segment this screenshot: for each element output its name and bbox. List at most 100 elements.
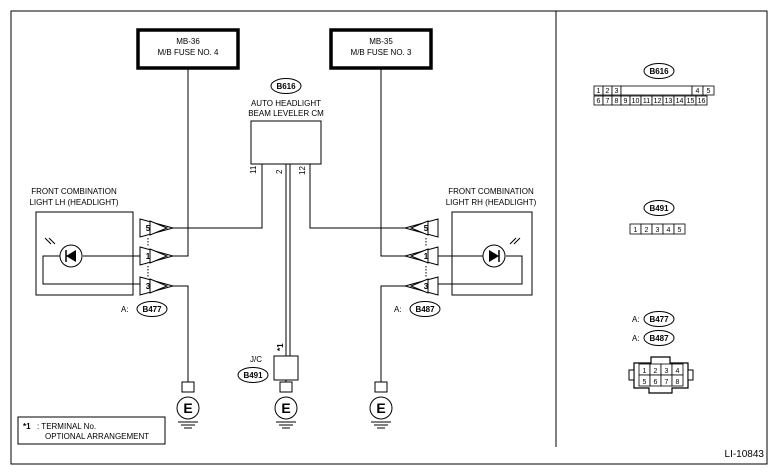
beam-leveler-module: B616 AUTO HEADLIGHT BEAM LEVELER CM 11 2… bbox=[248, 78, 324, 175]
lh-title-line1: FRONT COMBINATION bbox=[31, 187, 117, 196]
rh-terminal-3: 3 bbox=[403, 276, 439, 296]
b616-row2-pin-label: 11 bbox=[643, 98, 650, 105]
terminal-legend: *1 : TERMINAL No. OPTIONAL ARRANGEMENT bbox=[17, 416, 166, 445]
b4xx-row1-pin-label: 2 bbox=[654, 368, 658, 375]
b616-row2-pin-label: 13 bbox=[665, 98, 673, 105]
b491-pin-label: 1 bbox=[634, 227, 638, 234]
module-pin-11: 11 bbox=[249, 165, 258, 174]
legend-line1: : TERMINAL No. bbox=[37, 422, 96, 431]
b616-row2-pin-label: 9 bbox=[624, 98, 628, 105]
svg-text:5: 5 bbox=[424, 224, 429, 233]
b616-row1-cell bbox=[702, 85, 715, 96]
b491-pin-label: 4 bbox=[667, 227, 671, 234]
jc-terminal-mark: *1 bbox=[276, 343, 285, 351]
lh-terminal-5: 5 bbox=[139, 218, 175, 238]
b491-pin-label: 2 bbox=[645, 227, 649, 234]
b616-row2-pin-label: 16 bbox=[698, 98, 706, 105]
b616-row1-pin-label: 2 bbox=[606, 88, 610, 95]
legend-line2: OPTIONAL ARRANGEMENT bbox=[45, 432, 149, 441]
panel-b477-prefix: A: bbox=[632, 315, 640, 324]
b616-row1-pin-label: 4 bbox=[696, 88, 700, 95]
lh-title-line2: LIGHT LH (HEADLIGHT) bbox=[29, 198, 119, 207]
jc-label: J/C bbox=[250, 355, 262, 364]
ground-rh-symbol: E bbox=[376, 400, 385, 416]
panel-b616-tag: B616 bbox=[649, 67, 669, 76]
b4xx-row2-pin-label: 8 bbox=[676, 379, 680, 386]
fuse-mb36-id: MB-36 bbox=[176, 37, 200, 46]
module-pin-2: 2 bbox=[275, 169, 284, 174]
panel-b491-tag: B491 bbox=[649, 204, 669, 213]
b616-row2-pin-label: 14 bbox=[676, 98, 684, 105]
lh-connector-prefix: A: bbox=[121, 305, 129, 314]
b616-row1-pin-label: 1 bbox=[597, 88, 601, 95]
b4xx-row2-cell bbox=[671, 374, 684, 387]
module-name-line2: BEAM LEVELER CM bbox=[248, 109, 324, 118]
svg-text:5: 5 bbox=[146, 224, 151, 233]
rh-terminal-1: 1 bbox=[403, 246, 439, 266]
jc-connector-tag: B491 bbox=[243, 371, 263, 380]
b616-row2-pin-label: 7 bbox=[606, 98, 610, 105]
joint-connector: J/C *1 B491 bbox=[237, 343, 299, 383]
b4xx-row2-pin-label: 6 bbox=[654, 379, 658, 386]
ground-rh: E bbox=[369, 381, 393, 429]
lh-terminal-3: 3 bbox=[139, 276, 175, 296]
b4xx-row2-pin-label: 5 bbox=[643, 379, 647, 386]
diagram-id: LI-10843 bbox=[725, 449, 765, 460]
diagram-frame bbox=[10, 10, 768, 465]
fuse-mb35: MB-35 M/B FUSE NO. 3 bbox=[329, 28, 433, 70]
front-light-lh: FRONT COMBINATION LIGHT LH (HEADLIGHT) 5… bbox=[29, 187, 175, 317]
b4xx-row2-pin-label: 7 bbox=[665, 379, 669, 386]
b491-pin-label: 5 bbox=[678, 227, 682, 234]
fuse-mb36-name: M/B FUSE NO. 4 bbox=[158, 48, 219, 57]
b616-row2-pin-label: 12 bbox=[654, 98, 662, 105]
b616-row1-pin-label: 3 bbox=[615, 88, 619, 95]
panel-b477-tag: B477 bbox=[649, 315, 669, 324]
lh-terminal-1: 1 bbox=[139, 246, 175, 266]
panel-b487-tag: B487 bbox=[649, 334, 669, 343]
b616-row2-pin-label: 10 bbox=[632, 98, 640, 105]
rh-title-line2: LIGHT RH (HEADLIGHT) bbox=[446, 198, 537, 207]
fuse-mb36: MB-36 M/B FUSE NO. 4 bbox=[136, 28, 240, 70]
b616-row2-pin-label: 8 bbox=[615, 98, 619, 105]
b616-row2-cell bbox=[695, 95, 708, 106]
b616-row1-cell bbox=[620, 85, 693, 96]
b616-row2-pin-label: 15 bbox=[687, 98, 695, 105]
b4xx-row1-pin-label: 4 bbox=[676, 368, 680, 375]
rh-terminal-5: 5 bbox=[403, 218, 439, 238]
module-name-line1: AUTO HEADLIGHT bbox=[251, 99, 321, 108]
svg-text:1: 1 bbox=[424, 252, 429, 261]
b491-pin-label: 3 bbox=[656, 227, 660, 234]
legend-mark: *1 bbox=[23, 422, 31, 431]
ground-lh-symbol: E bbox=[183, 400, 192, 416]
rh-title-line1: FRONT COMBINATION bbox=[448, 187, 534, 196]
ground-jc: E bbox=[274, 381, 298, 429]
module-pin-12: 12 bbox=[298, 166, 307, 175]
rh-connector-tag: B487 bbox=[415, 305, 435, 314]
b616-row2-pin-label: 6 bbox=[597, 98, 601, 105]
front-light-rh: FRONT COMBINATION LIGHT RH (HEADLIGHT) 5… bbox=[394, 187, 537, 317]
lh-connector-tag: B477 bbox=[142, 305, 162, 314]
b4xx-row1-pin-label: 3 bbox=[665, 368, 669, 375]
module-connector-tag: B616 bbox=[276, 82, 296, 91]
fuse-mb35-id: MB-35 bbox=[369, 37, 393, 46]
fuse-mb35-name: M/B FUSE NO. 3 bbox=[351, 48, 412, 57]
panel-b487-prefix: A: bbox=[632, 334, 640, 343]
svg-text:3: 3 bbox=[146, 282, 151, 291]
ground-lh: E bbox=[176, 381, 200, 429]
b4xx-row1-pin-label: 1 bbox=[643, 368, 647, 375]
ground-jc-symbol: E bbox=[281, 400, 290, 416]
rh-connector-prefix: A: bbox=[394, 305, 402, 314]
b491-cell bbox=[673, 223, 686, 235]
b616-row1-pin-label: 5 bbox=[707, 88, 711, 95]
svg-text:3: 3 bbox=[424, 282, 429, 291]
svg-text:1: 1 bbox=[146, 252, 151, 261]
